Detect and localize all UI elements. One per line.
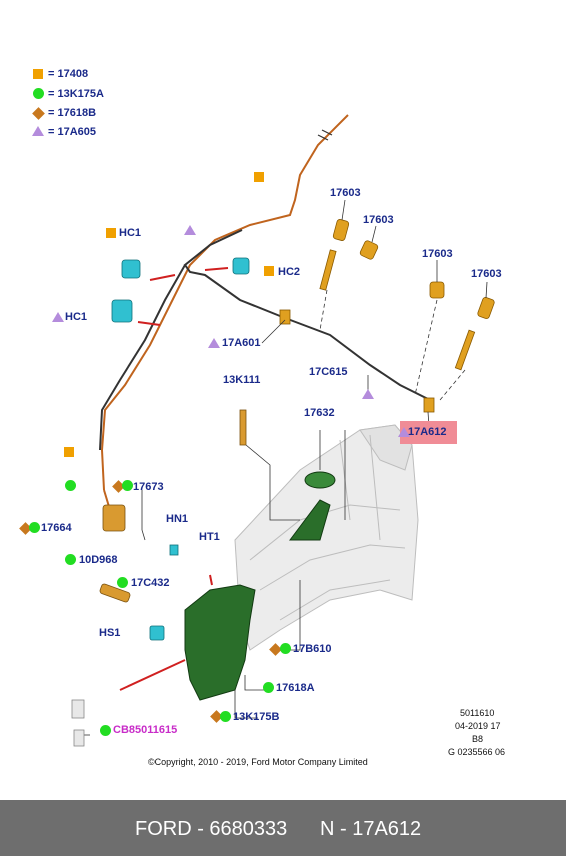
square-marker-icon: [264, 266, 274, 276]
square-marker-icon: [106, 228, 116, 238]
body-panel: [234, 424, 419, 651]
label-13k175b: 13K175B: [233, 711, 280, 723]
legend-circle-icon: [33, 88, 44, 99]
triangle-marker-icon: [362, 389, 374, 399]
label-10d968: 10D968: [79, 554, 118, 566]
label-ht1: HT1: [199, 531, 220, 543]
washer-reservoir: [184, 471, 336, 701]
bulb-part: [71, 699, 85, 747]
legend-square-icon: [33, 69, 43, 79]
connectors-cyan: [111, 257, 250, 641]
triangle-marker-icon: [398, 427, 410, 437]
washer-hose-orange: [100, 114, 349, 511]
label-17a601: 17A601: [222, 337, 261, 349]
label-17664: 17664: [41, 522, 72, 534]
label-hs1: HS1: [99, 627, 121, 639]
highlighted-part-label: 17A612: [398, 421, 457, 444]
circle-marker-icon: [220, 711, 231, 722]
label-17603: 17603: [471, 268, 502, 280]
label-17632: 17632: [304, 407, 335, 419]
break-mark: [317, 129, 333, 141]
info-line-4: G 0235566 06: [448, 747, 506, 757]
label-17b610: 17B610: [293, 643, 332, 655]
triangle-marker-icon: [52, 312, 64, 322]
label-cb85011615: CB85011615: [113, 724, 178, 736]
label-hc1-mid: HC1: [65, 311, 88, 323]
washer-jets: [279, 219, 495, 413]
pump-parts: [99, 409, 247, 603]
label-hn1: HN1: [166, 513, 189, 525]
label-17618a: 17618A: [276, 682, 315, 694]
misc-leaders: [82, 375, 369, 736]
info-line-3: B8: [472, 734, 484, 744]
circle-marker-icon: [29, 522, 40, 533]
legend-item-square: = 17408: [48, 68, 89, 80]
info-line-2: 04-2019 17: [455, 721, 501, 731]
circle-marker-icon: [122, 480, 133, 491]
legend-triangle-icon: [32, 126, 44, 136]
legend-item-triangle: = 17A605: [48, 126, 97, 138]
copyright: ©Copyright, 2010 - 2019, Ford Motor Comp…: [148, 757, 368, 767]
legend-item-diamond: = 17618B: [48, 107, 97, 119]
circle-marker-icon: [65, 554, 76, 565]
label-17c615: 17C615: [309, 366, 348, 378]
square-marker-icon: [254, 172, 264, 182]
footer-bar: FORD - 6680333 N - 17A612: [0, 800, 566, 856]
footer-reference: N - 17A612: [320, 818, 422, 840]
circle-marker-icon: [280, 643, 291, 654]
circle-marker-icon: [100, 725, 111, 736]
label-13k111: 13K111: [223, 374, 261, 386]
circle-marker-icon: [263, 682, 274, 693]
info-line-1: 5011610: [460, 708, 495, 718]
parts-diagram: [71, 114, 495, 747]
label-17a612: 17A612: [408, 426, 447, 438]
footer-part-number: FORD - 6680333: [135, 818, 288, 840]
washer-hose-dark: [99, 229, 431, 451]
label-hc2: HC2: [278, 266, 301, 278]
label-17603: 17603: [363, 214, 394, 226]
triangle-marker-icon: [208, 338, 220, 348]
label-hc1-top: HC1: [119, 227, 142, 239]
circle-marker-icon: [65, 480, 76, 491]
legend-item-circle: = 13K175A: [48, 88, 104, 100]
triangle-marker-icon: [184, 225, 196, 235]
square-marker-icon: [64, 447, 74, 457]
red-arrows: [119, 267, 229, 691]
label-17673: 17673: [133, 481, 164, 493]
label-17603: 17603: [330, 187, 361, 199]
circle-marker-icon: [117, 577, 128, 588]
jet-leaders: [261, 199, 488, 441]
label-17c432: 17C432: [131, 577, 170, 589]
label-17603: 17603: [422, 248, 453, 260]
